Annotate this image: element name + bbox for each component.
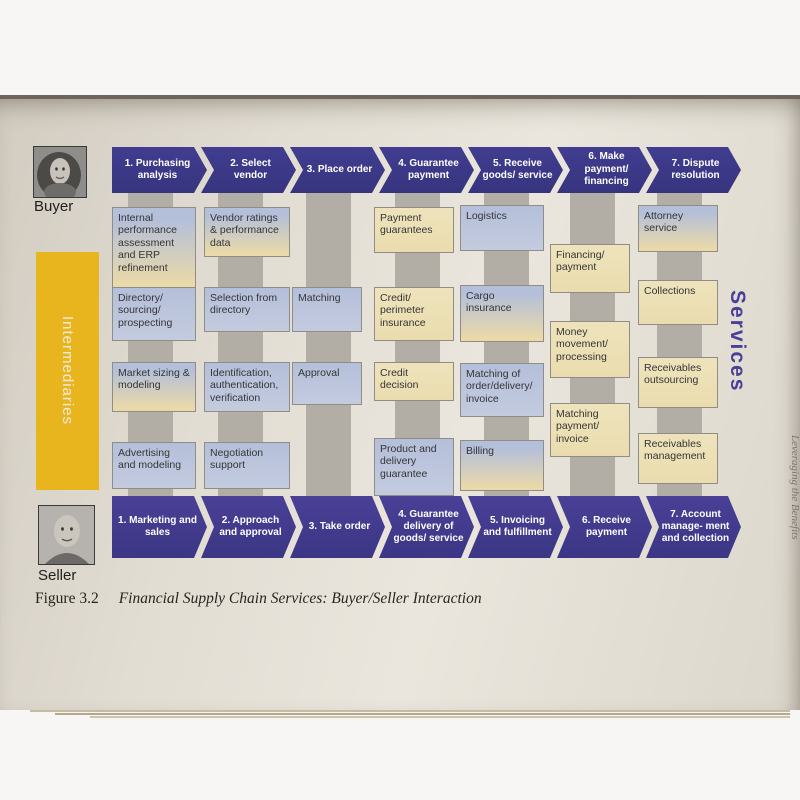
services-label: Services xyxy=(726,289,749,393)
figure-caption: Figure 3.2 Financial Supply Chain Service… xyxy=(35,590,482,608)
buyer-label: Buyer xyxy=(34,198,74,215)
page-edge-line xyxy=(30,710,790,712)
buyer-step-3: 3. Place order xyxy=(290,147,385,193)
service-box-financing-payment: Financing/ payment xyxy=(550,244,630,293)
seller-portrait-icon xyxy=(39,506,94,564)
seller-label: Seller xyxy=(38,567,77,584)
service-box-matching-payment-invoice: Matching payment/ invoice xyxy=(550,403,630,457)
page-bottom-edges xyxy=(0,710,800,720)
buyer-step-7: 7. Dispute resolution xyxy=(646,147,741,193)
service-box-billing: Billing xyxy=(460,440,544,491)
seller-step-1: 1. Marketing and sales xyxy=(112,496,207,558)
service-box-receivables-outsourcing: Receivables outsourcing xyxy=(638,357,718,408)
seller-step-2: 2. Approach and approval xyxy=(201,496,296,558)
service-box-receivables-management: Receivables management xyxy=(638,433,718,484)
buyer-step-6: 6. Make payment/ financing xyxy=(557,147,652,193)
service-box-credit-decision: Credit decision xyxy=(374,362,454,401)
seller-step-6: 6. Receive payment xyxy=(557,496,652,558)
seller-step-7: 7. Account manage- ment and collection xyxy=(646,496,741,558)
service-box-matching-order-delivery: Matching of order/delivery/ invoice xyxy=(460,363,544,417)
service-box-identification: Identification, authentication, verifica… xyxy=(204,362,290,412)
buyer-portrait-icon xyxy=(34,147,86,201)
service-box-selection-directory: Selection from directory xyxy=(204,287,290,332)
service-box-negotiation-support: Negotiation support xyxy=(204,442,290,489)
seller-step-5: 5. Invoicing and fulfillment xyxy=(468,496,563,558)
figure-caption-number: Figure 3.2 xyxy=(35,590,99,607)
service-box-payment-guarantees: Payment guarantees xyxy=(374,207,454,253)
buyer-step-2: 2. Select vendor xyxy=(201,147,296,193)
service-box-approval: Approval xyxy=(292,362,362,405)
service-box-product-delivery-guarantee: Product and delivery guarantee xyxy=(374,438,454,496)
page-top-edge xyxy=(0,95,800,99)
buyer-step-5: 5. Receive goods/ service xyxy=(468,147,563,193)
service-box-market-sizing: Market sizing & modeling xyxy=(112,362,196,412)
intermediaries-bar: Intermediaries xyxy=(36,252,99,490)
service-box-directory-sourcing: Directory/ sourcing/ prospecting xyxy=(112,287,196,341)
intermediaries-label: Intermediaries xyxy=(59,316,76,426)
page-edge-running-text: Leveraging the Benefits xyxy=(789,435,800,540)
service-box-advertising-modeling: Advertising and modeling xyxy=(112,442,196,489)
service-box-matching: Matching xyxy=(292,287,362,332)
service-box-vendor-ratings: Vendor ratings & performance data xyxy=(204,207,290,257)
seller-photo xyxy=(38,505,95,565)
service-box-collections: Collections xyxy=(638,280,718,325)
service-box-cargo-insurance: Cargo insurance xyxy=(460,285,544,342)
page-edge-line xyxy=(90,716,790,718)
page-edge-line xyxy=(55,713,790,715)
service-box-credit-perimeter-insurance: Credit/ perimeter insurance xyxy=(374,287,454,341)
service-box-logistics: Logistics xyxy=(460,205,544,251)
seller-step-3: 3. Take order xyxy=(290,496,385,558)
figure-caption-title: Financial Supply Chain Services: Buyer/S… xyxy=(118,590,482,607)
services-axis: Services xyxy=(716,276,758,406)
buyer-step-4: 4. Guarantee payment xyxy=(379,147,474,193)
service-box-internal-performance: Internal performance assessment and ERP … xyxy=(112,207,196,289)
service-box-money-movement: Money movement/ processing xyxy=(550,321,630,378)
seller-step-4: 4. Guarantee delivery of goods/ service xyxy=(379,496,474,558)
service-box-attorney-service: Attorney service xyxy=(638,205,718,252)
buyer-step-1: 1. Purchasing analysis xyxy=(112,147,207,193)
buyer-photo xyxy=(33,146,87,201)
connector-band-3 xyxy=(306,191,351,497)
